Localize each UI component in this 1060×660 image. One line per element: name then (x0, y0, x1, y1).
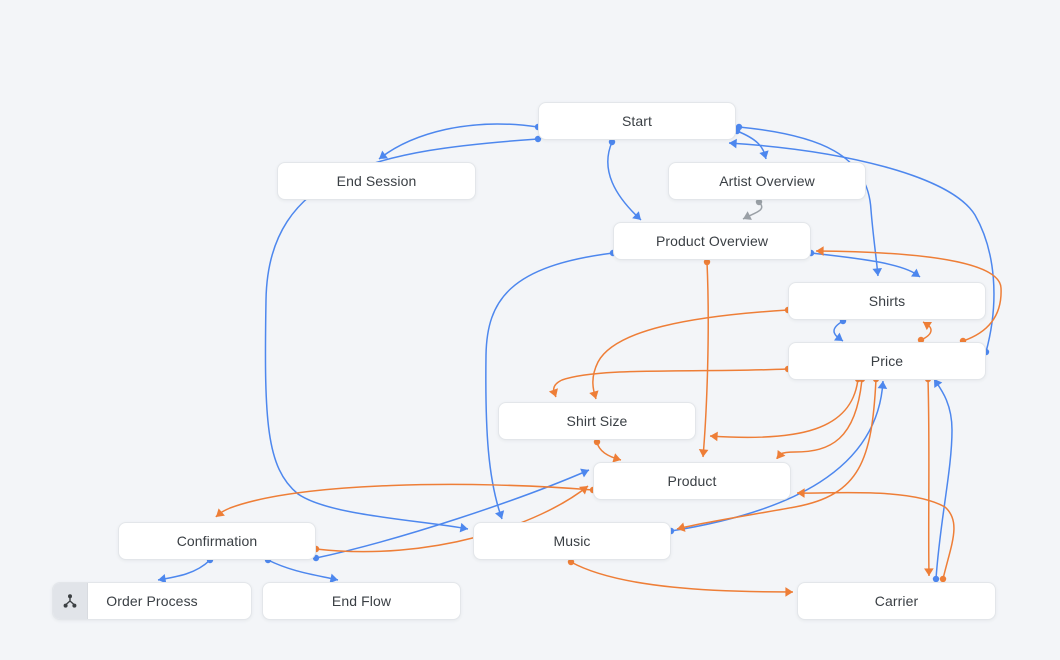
node-label: Order Process (106, 593, 198, 609)
edge-price-to-carrier[interactable] (927, 378, 930, 577)
edge-artist-overview-to-product-overview[interactable] (742, 201, 763, 220)
edge-music-to-price[interactable] (670, 380, 884, 532)
node-label: Music (553, 533, 591, 549)
node-product-overview[interactable]: Product Overview (613, 222, 811, 260)
node-label: End Flow (331, 593, 392, 609)
node-price[interactable]: Price (788, 342, 986, 380)
edge-price-to-music[interactable] (676, 378, 877, 530)
node-music[interactable]: Music (473, 522, 671, 560)
node-label: Product (667, 473, 717, 489)
node-product[interactable]: Product (593, 462, 791, 500)
edge-product-overview-to-shirts[interactable] (810, 252, 921, 278)
edge-price-to-shirts[interactable] (920, 321, 932, 341)
node-label: Carrier (874, 593, 919, 609)
edge-start-to-end-session[interactable] (378, 123, 539, 160)
edge-product-to-confirmation[interactable] (215, 483, 594, 518)
node-label: Shirt Size (566, 413, 628, 429)
edge-product-overview-to-music[interactable] (485, 252, 614, 520)
node-confirmation[interactable]: Confirmation (118, 522, 316, 560)
edge-start-to-shirts[interactable] (738, 126, 879, 277)
edge-confirmation-to-product[interactable] (315, 469, 590, 559)
node-artist-overview[interactable]: Artist Overview (668, 162, 866, 200)
edge-price-to-product[interactable] (776, 378, 863, 460)
node-shirt-size[interactable]: Shirt Size (498, 402, 696, 440)
node-end-flow[interactable]: End Flow (262, 582, 461, 620)
edge-music-to-carrier[interactable] (570, 561, 794, 593)
edge-price-to-shirt-size-right[interactable] (709, 378, 859, 439)
edge-shirts-to-price[interactable] (833, 320, 844, 342)
edge-product-overview-to-product[interactable] (702, 261, 709, 458)
node-label: Start (621, 113, 653, 129)
node-start[interactable]: Start (538, 102, 736, 140)
edge-confirmation-to-order-process[interactable] (157, 559, 211, 581)
edge-carrier-to-product[interactable] (796, 491, 955, 580)
node-label: Artist Overview (719, 173, 815, 189)
node-shirts[interactable]: Shirts (788, 282, 986, 320)
flow-icon (53, 583, 88, 619)
edge-carrier-to-price[interactable] (933, 378, 953, 580)
edge-confirmation-to-end-flow[interactable] (267, 559, 339, 581)
edge-price-to-shirt-size[interactable] (552, 368, 789, 398)
edge-shirt-size-to-product[interactable] (596, 441, 622, 461)
node-label: Price (870, 353, 904, 369)
node-end-session[interactable]: End Session (277, 162, 476, 200)
node-label: End Session (336, 173, 417, 189)
edge-shirts-to-shirt-size[interactable] (592, 309, 789, 400)
node-carrier[interactable]: Carrier (797, 582, 996, 620)
node-order-process[interactable]: Order Process (52, 582, 252, 620)
node-label: Shirts (868, 293, 906, 309)
node-label: Confirmation (176, 533, 258, 549)
edge-start-to-product-overview[interactable] (607, 141, 642, 221)
node-label: Product Overview (655, 233, 769, 249)
edge-price-to-product-overview[interactable] (815, 250, 1002, 342)
edge-price-to-start[interactable] (728, 142, 995, 353)
